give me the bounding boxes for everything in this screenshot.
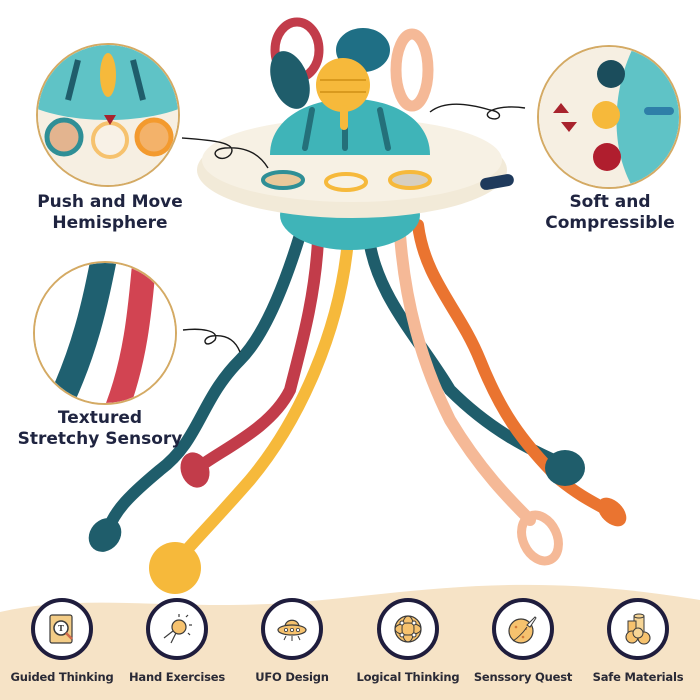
callout-soft-compressible-label: Soft and Compressible xyxy=(510,192,700,234)
callout-soft-line1: Soft and xyxy=(569,192,651,212)
hemisphere-closeup-image xyxy=(38,45,178,185)
feature-ufo-design: UFO Design xyxy=(236,598,348,684)
callout-textured-label: Textured Stretchy Sensory xyxy=(0,408,200,450)
feature-label: UFO Design xyxy=(255,670,329,684)
callout-textured-line2: Stretchy Sensory xyxy=(17,429,183,449)
tentacle-closeup-image xyxy=(35,263,175,403)
feature-label: Logical Thinking xyxy=(356,670,460,684)
feature-label: Safe Materials xyxy=(592,670,684,684)
feature-label: Guided Thinking xyxy=(10,670,114,684)
callout-soft-compressible-circle xyxy=(537,45,681,189)
callout-push-line2: Hemisphere xyxy=(52,213,168,233)
feature-hand-exercises: Hand Exercises xyxy=(121,598,233,684)
callout-textured-circle xyxy=(33,261,177,405)
callout-soft-line2: Compressible xyxy=(545,213,675,233)
feature-label: Hand Exercises xyxy=(128,670,225,684)
feature-label: Senssory Quest xyxy=(473,670,573,684)
book-magnifier-icon: T xyxy=(31,598,93,660)
feature-safe-materials: Safe Materials xyxy=(582,598,694,684)
ufo-icon xyxy=(261,598,323,660)
network-globe-icon xyxy=(377,598,439,660)
feature-guided-thinking: T Guided Thinking xyxy=(6,598,118,684)
feature-senssory-quest: Senssory Quest xyxy=(467,598,579,684)
feature-logical-thinking: Logical Thinking xyxy=(352,598,464,684)
cylinders-icon xyxy=(607,598,669,660)
callout-push-line1: Push and Move xyxy=(37,192,183,212)
planet-rocket-icon xyxy=(492,598,554,660)
callout-push-hemisphere-label: Push and Move Hemisphere xyxy=(10,192,210,234)
callout-textured-line1: Textured xyxy=(57,408,143,428)
sun-burst-icon xyxy=(146,598,208,660)
callout-push-hemisphere-circle xyxy=(36,43,180,187)
svg-text:T: T xyxy=(58,623,64,633)
buttons-closeup-image xyxy=(539,47,679,187)
